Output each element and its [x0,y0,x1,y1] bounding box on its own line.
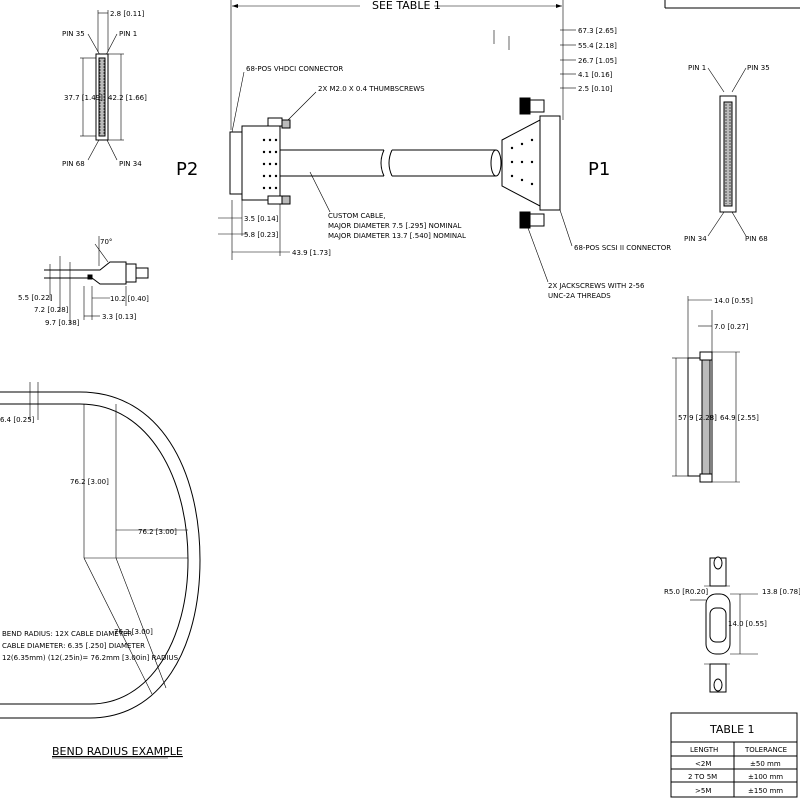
dim-d4: 10.2 [0.40] [110,295,149,303]
bend-d2: 76.2 [3.00] [70,478,109,486]
dim-end-d2: 13.8 [0.78] [762,588,800,596]
dim-end-d3: 14.0 [0.55] [728,620,767,628]
dim-d2: 7.2 [0.28] [34,306,69,314]
thumbscrew-label: 2X M2.0 X 0.4 THUMBSCREWS [318,85,425,93]
connector-end-view: R5.0 [R0.20] 13.8 [0.78] 14.0 [0.55] [664,556,800,693]
table-row-tol: ±50 mm [750,760,781,768]
tolerance-table: TABLE 1 LENGTH TOLERANCE <2M ±50 mm 2 TO… [670,712,798,798]
jackscrew-label-1: 2X JACKSCREWS WITH 2-56 [548,282,645,290]
pin68-label: PIN 68 [62,160,85,168]
dim-r3: 26.7 [1.05] [578,57,617,65]
custom-cable-label-2: MAJOR DIAMETER 7.5 [.295] NOMINAL [328,222,461,230]
connector-side-view-right: 14.0 [0.55] 7.0 [0.27] 57.9 [2.28] 64.9 … [672,296,759,483]
pin35-label: PIN 35 [62,30,85,38]
bend-radius-example: 6.4 [0.25] 76.2 [3.00] 76.2 [3.00] 76.2 … [0,382,201,759]
jackscrew-label-2: UNC-2A THREADS [548,292,611,300]
bend-note-1: BEND RADIUS: 12X CABLE DIAMETER [2,630,132,638]
dim-r-d3: 57.9 [2.28] [678,414,717,422]
dim-a: 3.5 [0.14] [244,215,279,223]
dim-left: 37.7 [1.49] [64,94,103,102]
p1-connector-label: 68-POS SCSI II CONNECTOR [574,244,671,252]
bend-d3: 76.2 [3.00] [138,528,177,536]
table-row-length: <2M [695,760,711,768]
table-row-length: >5M [695,787,711,795]
dim-c: 43.9 [1.73] [292,249,331,257]
dim-end-d1: R5.0 [R0.20] [664,588,708,596]
dim-r1: 67.3 [2.65] [578,27,617,35]
p1-label: P1 [588,159,610,180]
table-row-tol: ±150 mm [748,787,783,795]
connector-side-view: 70° 5.5 [0.22] 7.2 [0.28] 9.7 [0.38] 10.… [18,236,149,327]
pin-dots-right [510,138,534,186]
cable-assembly: 67.3 [2.65] 55.4 [2.18] 26.7 [1.05] 4.1 … [218,27,671,300]
dim-r-d1: 14.0 [0.55] [714,297,753,305]
table-row-tol: ±100 mm [748,773,783,781]
table-row-length: 2 TO 5M [688,773,717,781]
angle-label: 70° [100,238,112,246]
dim-b: 5.8 [0.23] [244,231,279,239]
p2-connector-label: 68-POS VHDCI CONNECTOR [246,65,343,73]
dim-r2: 55.4 [2.18] [578,42,617,50]
custom-cable-label-3: MAJOR DIAMETER 13.7 [.540] NOMINAL [328,232,466,240]
pin1-label-r: PIN 1 [688,64,706,72]
dim-d3: 9.7 [0.38] [45,319,80,327]
table-col-tolerance: TOLERANCE [744,746,787,754]
see-table-label: SEE TABLE 1 [372,0,441,12]
dim-r-d4: 64.9 [2.55] [720,414,759,422]
bend-d1: 6.4 [0.25] [0,416,35,424]
vhdci-connector-face: PIN 35 PIN 1 PIN 68 PIN 34 2.8 [0.11] 37… [62,10,147,168]
pin35-label-r: PIN 35 [747,64,770,72]
custom-cable-label-1: CUSTOM CABLE, [328,212,386,220]
table-title: TABLE 1 [709,723,755,736]
dim-right: 42.2 [1.66] [108,94,147,102]
bend-note-2: CABLE DIAMETER: 6.35 [.250] DIAMETER [2,642,145,650]
bend-title: BEND RADIUS EXAMPLE [52,745,183,758]
bend-note-3: 12(6.35mm) (12(.25in)= 76.2mm [3.00in] R… [2,654,179,662]
dim-d5: 3.3 [0.13] [102,313,137,321]
dim-r4: 4.1 [0.16] [578,71,613,79]
table-col-length: LENGTH [690,746,718,754]
dim-top: 2.8 [0.11] [110,10,145,18]
dim-r5: 2.5 [0.10] [578,85,613,93]
dim-d1: 5.5 [0.22] [18,294,53,302]
pin1-label: PIN 1 [119,30,137,38]
pin-dots-left [262,138,278,190]
bend-d4: 76.2 [3.00] [114,628,153,636]
pin68-label-r: PIN 68 [745,235,768,243]
pin34-label: PIN 34 [119,160,142,168]
p2-label: P2 [176,159,198,180]
dim-r-d2: 7.0 [0.27] [714,323,749,331]
scsi-connector-face: PIN 1 PIN 35 PIN 34 PIN 68 [684,64,770,243]
pin34-label-r: PIN 34 [684,235,707,243]
